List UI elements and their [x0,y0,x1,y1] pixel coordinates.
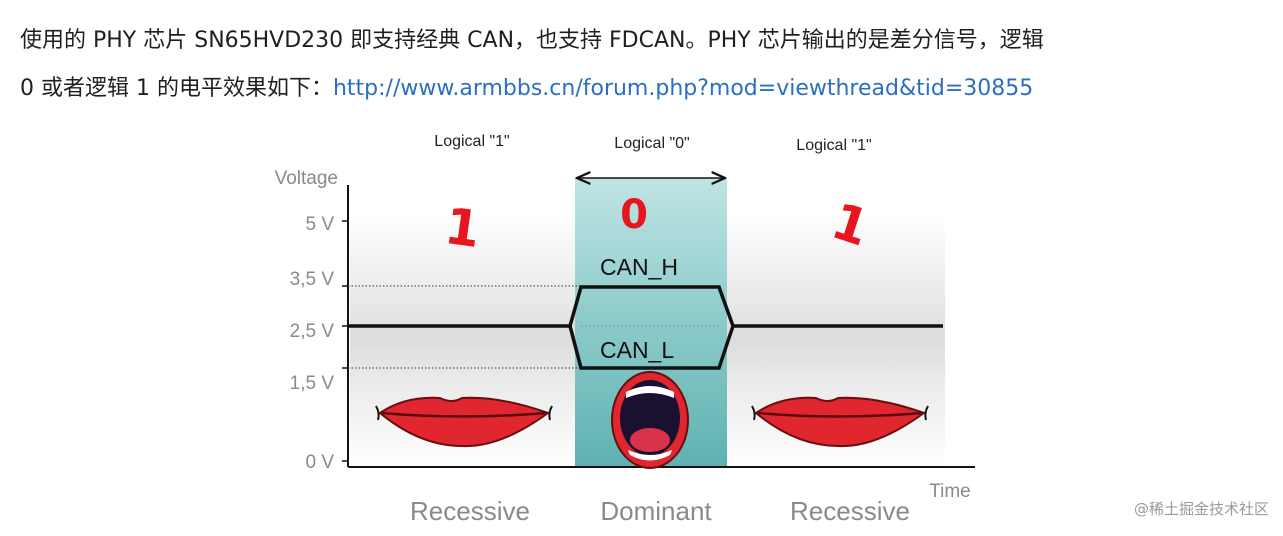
open-mouth-icon [611,371,689,469]
state-label-dominant: Dominant [600,496,712,526]
forum-link[interactable]: http://www.armbbs.cn/forum.php?mod=viewt… [332,76,1034,101]
watermark: @稀土掘金技术社区 [1133,500,1269,518]
state-label-recessive-right: Recessive [790,496,910,526]
state-label-recessive-left: Recessive [410,496,530,526]
closed-lips-left-icon [375,396,553,448]
handwritten-zero: 0 [620,192,648,238]
closed-lips-right-icon [751,396,929,448]
can-h-signal [348,285,943,328]
paragraph-text: 0 或者逻辑 1 的电平效果如下： [20,76,333,101]
tick-label-5v: 5 V [305,214,334,235]
logic-label-1-left: Logical "1" [434,133,509,150]
logic-label-1-right: Logical "1" [796,137,871,154]
tick-label-3-5v: 3,5 V [290,269,335,290]
tick-label-1-5v: 1,5 V [290,373,335,394]
tick-label-2-5v: 2,5 V [290,321,335,342]
can-h-label: CAN_H [600,254,678,280]
can-l-signal [568,325,735,370]
can-l-label: CAN_L [600,337,674,363]
paragraph-line-2: 0 或者逻辑 1 的电平效果如下：http://www.armbbs.cn/fo… [20,74,1270,104]
paragraph-line-1: 使用的 PHY 芯片 SN65HVD230 即支持经典 CAN，也支持 FDCA… [20,28,1044,53]
voltage-axis-title: Voltage [275,168,338,189]
handwritten-one-left: 1 [441,197,484,259]
logic-label-0: Logical "0" [614,135,689,152]
tick-label-0v: 0 V [305,452,334,473]
time-axis-label: Time [929,481,971,502]
